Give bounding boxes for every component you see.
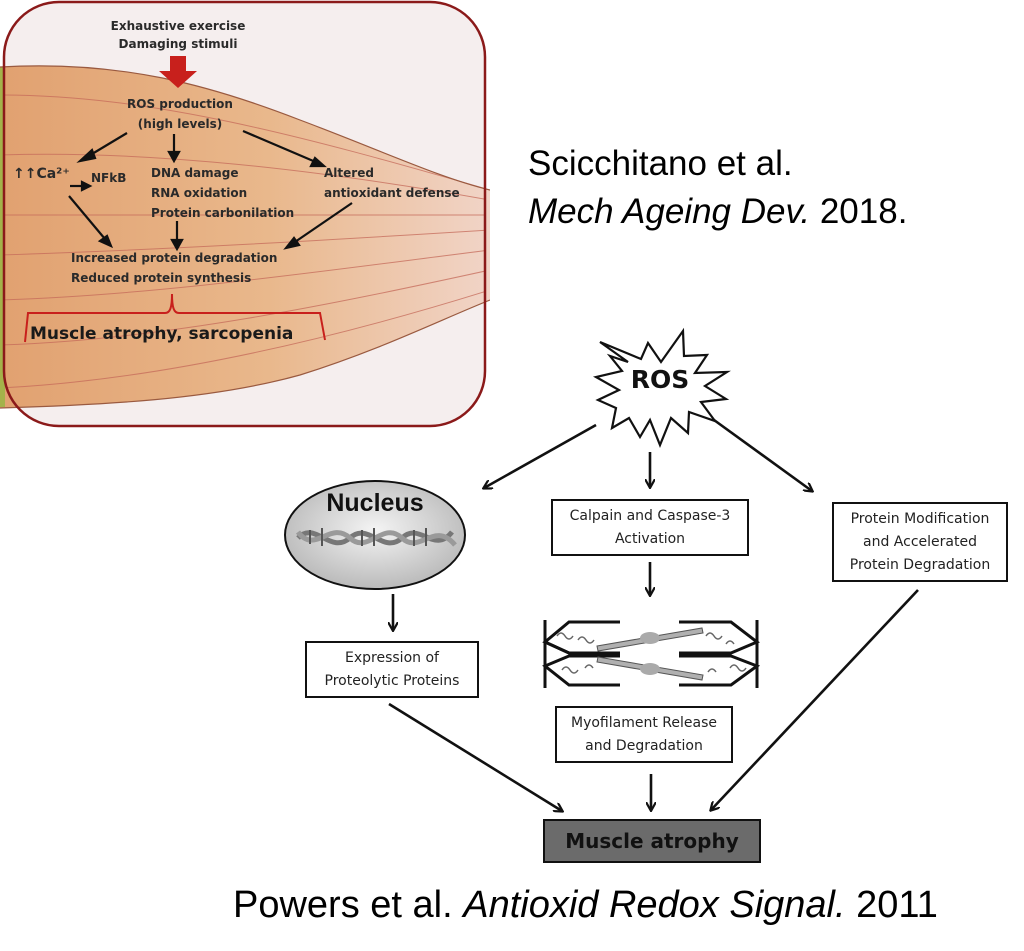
flow-arrows (68, 129, 353, 252)
myofilament-line-2: and Degradation (585, 737, 703, 754)
citation-journal: Antioxid Redox Signal. (463, 884, 846, 926)
arrow-expression-to-atrophy (388, 702, 562, 811)
red-bracket (24, 293, 326, 343)
citation-year: 2011 (856, 884, 938, 926)
protmod-line-3: Protein Degradation (849, 556, 991, 573)
arrow-protmod-to-atrophy (711, 589, 919, 810)
antioxidant-line-1: Altered (324, 166, 374, 180)
trigger-line-2: Damaging stimuli (118, 37, 238, 51)
protein-modification-box: Protein Modification and Accelerated Pro… (832, 502, 1008, 582)
outcome-label: Increased protein degradation Reduced pr… (71, 248, 277, 288)
protmod-line-2: and Accelerated (863, 533, 977, 550)
damage-line-2: RNA oxidation (151, 186, 248, 200)
citation-journal: Mech Ageing Dev. (528, 192, 811, 231)
damage-line-3: Protein carbonilation (151, 206, 295, 220)
ros-line-2: (high levels) (137, 117, 223, 131)
antioxidant-line-2: antioxidant defense (324, 186, 460, 200)
damage-label: DNA damage RNA oxidation Protein carboni… (151, 163, 294, 223)
expression-line-1: Expression of (345, 649, 439, 666)
ros-production-label: ROS production (high levels) (110, 94, 250, 134)
citation-journal-line: Mech Ageing Dev. 2018. (528, 188, 907, 236)
red-down-arrow-icon (159, 56, 197, 88)
ros-label: ROS (630, 365, 690, 394)
antioxidant-label: Altered antioxidant defense (324, 163, 460, 203)
muscle-fibers (3, 94, 484, 389)
trigger-label: Exhaustive exercise Damaging stimuli (103, 16, 253, 54)
citation-scicchitano: Scicchitano et al. Mech Ageing Dev. 2018… (528, 140, 907, 236)
nucleus-label: Nucleus (326, 489, 424, 517)
citation-authors: Powers et al. (233, 884, 453, 926)
muscle-illustration (0, 0, 490, 430)
outcome-line-2: Reduced protein synthesis (71, 271, 252, 285)
calpain-caspase-box: Calpain and Caspase-3 Activation (551, 499, 749, 556)
calcium-label: ↑↑Ca²⁺ (13, 166, 70, 182)
trigger-line-1: Exhaustive exercise (110, 19, 246, 33)
nfkb-label: NFkB (91, 171, 127, 185)
arrow-ros-to-nucleus (484, 423, 597, 488)
citation-powers: Powers et al. Antioxid Redox Signal. 201… (233, 880, 938, 930)
sarcopenia-label: Muscle atrophy, sarcopenia (30, 324, 294, 344)
ros-sarcopenia-figure: Exhaustive exercise Damaging stimuli ROS… (0, 0, 490, 430)
damage-line-1: DNA damage (151, 166, 239, 180)
ros-line-1: ROS production (127, 97, 233, 111)
dna-helix-icon (295, 528, 457, 547)
calpain-line-2: Activation (614, 530, 686, 547)
proteolytic-expression-box: Expression of Proteolytic Proteins (305, 641, 479, 698)
outcome-line-1: Increased protein degradation (71, 251, 278, 265)
sarcomere-icon (542, 620, 761, 688)
arrow-ros-to-protmod (713, 418, 812, 491)
myofilament-line-1: Myofilament Release (571, 714, 717, 731)
calpain-line-1: Calpain and Caspase-3 (569, 507, 731, 524)
citation-year: 2018. (819, 192, 908, 231)
myofilament-release-box: Myofilament Release and Degradation (555, 706, 733, 763)
muscle-shape (0, 65, 490, 409)
citation-authors: Scicchitano et al. (528, 144, 793, 183)
muscle-atrophy-box: Muscle atrophy (543, 819, 761, 863)
frame-border (2, 0, 487, 428)
expression-line-2: Proteolytic Proteins (324, 672, 460, 689)
protmod-line-1: Protein Modification (850, 510, 990, 527)
